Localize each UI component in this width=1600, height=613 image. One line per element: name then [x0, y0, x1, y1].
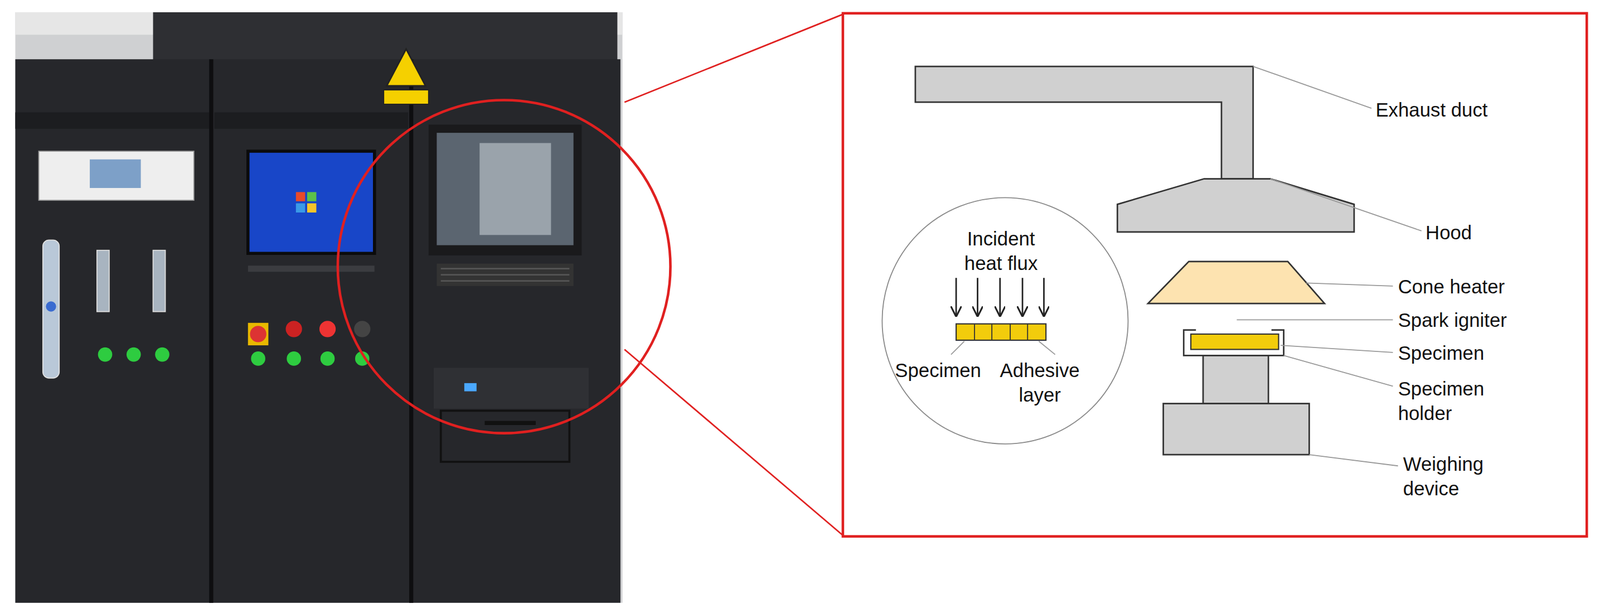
leader-line: [951, 341, 965, 355]
heat-arrow: [1043, 277, 1045, 316]
panel-screen: [464, 382, 477, 392]
photo-wall: [15, 12, 623, 603]
inset-text: Incident heat flux: [954, 226, 1047, 276]
monitor-base: [248, 265, 375, 272]
leader-line: [1253, 66, 1372, 109]
controller-screen: [89, 159, 142, 188]
vent-grille: [436, 263, 574, 286]
warning-plate: [383, 89, 429, 105]
rotameter: [97, 250, 110, 312]
zoom-panel: [842, 13, 1587, 537]
weighing-stem: [1203, 355, 1269, 404]
switch-plate: [248, 322, 269, 346]
cabinet-body: [15, 59, 620, 603]
button: [250, 351, 266, 366]
zoom-line: [624, 14, 843, 103]
leader-line: [1270, 178, 1422, 231]
heat-arrow: [999, 277, 1001, 316]
logo-part: [307, 191, 317, 201]
zoom-circle: [337, 100, 671, 434]
part-label: Cone heater: [1398, 274, 1572, 300]
inset-text: Adhesive layer: [994, 358, 1086, 408]
exhaust-duct: [915, 66, 1254, 179]
button: [286, 351, 302, 366]
flow-float: [45, 301, 56, 312]
part-label: Specimen: [1398, 341, 1572, 366]
emergency-switch: [249, 325, 266, 342]
cabinet-seam: [209, 59, 213, 603]
specimen: [1190, 333, 1279, 349]
rotameter: [153, 250, 166, 312]
heat-arrow: [955, 277, 958, 316]
hood: [1117, 178, 1355, 232]
specimen-strip: [956, 323, 1046, 341]
grille-lines: [440, 268, 570, 281]
part-label: Exhaust duct: [1375, 98, 1570, 123]
adhesive-joints: [974, 323, 1028, 341]
leader-line: [1280, 345, 1393, 353]
weighing-base: [1163, 403, 1310, 455]
part-label: Specimen holder: [1398, 376, 1523, 426]
controller-display: [39, 151, 195, 201]
inset-circle: Incident heat fluxSpecimenAdhesive layer: [881, 197, 1129, 445]
indicator-light: [98, 347, 113, 362]
leader-line: [1236, 318, 1393, 320]
chamber-frame: [428, 124, 583, 255]
drawer-handle: [484, 420, 536, 425]
flow-tube: [42, 239, 60, 378]
button: [319, 320, 336, 337]
cabinet-seam: [409, 59, 414, 603]
leader-line: [1283, 355, 1394, 386]
chamber-interior: [479, 142, 551, 235]
button: [285, 320, 303, 337]
cabinet-strip: [214, 112, 409, 129]
button: [354, 320, 371, 337]
cone-heater: [1147, 261, 1325, 304]
logo-part: [296, 203, 305, 213]
inset-text: Specimen: [894, 358, 997, 383]
leader-line: [1306, 282, 1394, 286]
indicator-light: [126, 347, 142, 362]
zoom-line: [624, 348, 843, 535]
chamber-glass: [436, 132, 574, 245]
cabinet-strip: [15, 112, 210, 129]
control-panel: [433, 367, 589, 409]
indicator-light: [154, 347, 170, 362]
monitor: [248, 151, 375, 254]
logo-part: [296, 191, 305, 201]
warning-sign: [386, 49, 426, 86]
logo-part: [307, 203, 317, 213]
leader-line: [1308, 454, 1398, 466]
heat-arrow: [1021, 277, 1024, 316]
part-label: Hood: [1425, 220, 1569, 246]
photo-upper-frame: [153, 12, 618, 62]
button: [320, 351, 336, 366]
part-label: Weighing device: [1403, 452, 1518, 502]
leader-line: [1038, 341, 1055, 355]
heat-arrow: [976, 277, 979, 316]
specimen-holder: [1183, 330, 1284, 356]
part-label: Spark igniter: [1398, 308, 1572, 333]
drawer: [440, 410, 570, 462]
